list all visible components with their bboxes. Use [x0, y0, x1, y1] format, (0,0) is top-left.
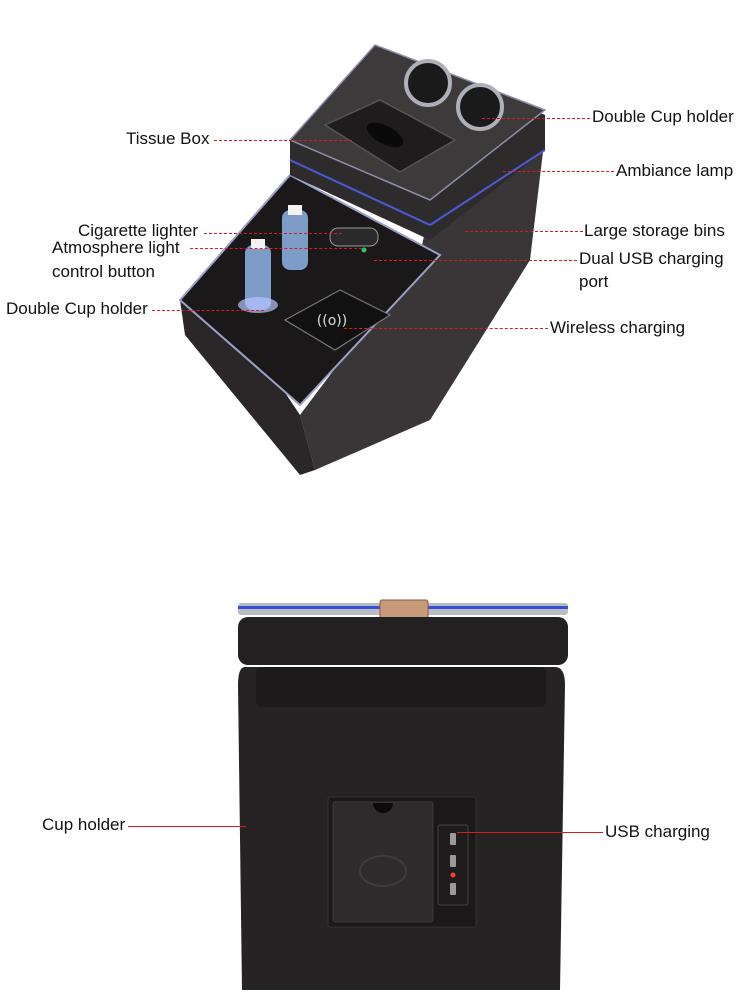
svg-text:((o)): ((o)) — [317, 313, 347, 329]
label-dual-usb-line2: port — [579, 272, 609, 291]
label-atmosphere-light-line2: control button — [52, 262, 156, 281]
label-cup-holder: Cup holder — [42, 815, 126, 834]
console-top-view-image: ((o)) — [178, 44, 547, 475]
label-large-storage-bins: Large storage bins — [584, 221, 725, 240]
leader-wireless-charging — [344, 328, 548, 329]
leader-atmosphere-light — [190, 248, 362, 249]
console-rear-view-image — [238, 599, 568, 990]
leader-usb-charging — [457, 832, 603, 833]
leader-tissue-box — [214, 140, 352, 141]
leader-double-cup-holder-top — [482, 118, 590, 119]
label-ambiance-lamp: Ambiance lamp — [616, 161, 734, 180]
leader-cigarette-lighter — [204, 233, 342, 234]
label-double-cup-holder-front: Double Cup holder — [6, 299, 148, 318]
leader-double-cup-holder-front — [152, 310, 264, 311]
label-tissue-box: Tissue Box — [126, 129, 210, 148]
leader-large-storage-bins — [465, 231, 583, 232]
label-usb-charging: USB charging — [605, 822, 710, 841]
label-dual-usb-line1: Dual USB charging — [579, 249, 724, 268]
label-double-cup-holder-top: Double Cup holder — [592, 107, 734, 126]
leader-ambiance-lamp — [503, 171, 614, 172]
label-cigarette-lighter: Cigarette lighter — [78, 221, 199, 240]
leader-dual-usb — [374, 260, 577, 261]
label-wireless-charging: Wireless charging — [550, 318, 686, 337]
leader-cup-holder — [128, 826, 246, 827]
label-atmosphere-light-line1: Atmosphere light — [52, 238, 180, 257]
